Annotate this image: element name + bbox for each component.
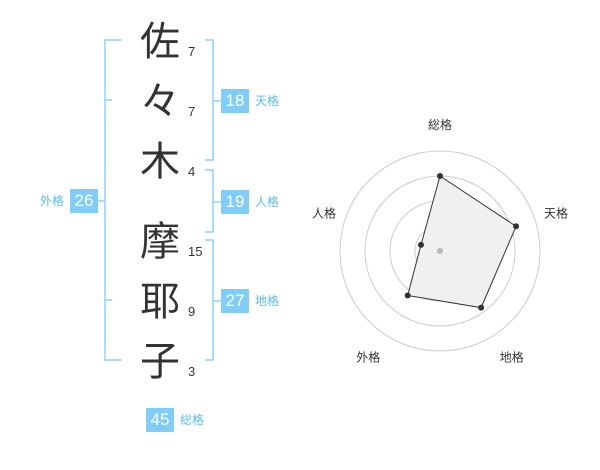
- radar-center-dot: [437, 248, 443, 254]
- jinkaku-bracket: [205, 169, 214, 233]
- radar-ring: [339, 150, 541, 352]
- tenkaku-label: 天格: [255, 94, 280, 108]
- stroke-count-5: 9: [188, 304, 196, 319]
- tenkaku-bracket: [205, 39, 214, 161]
- name-char-4: 摩: [140, 219, 180, 265]
- radar-point-0: [437, 173, 443, 179]
- soukaku-label: 総格: [180, 413, 205, 427]
- stroke-count-1: 7: [188, 44, 196, 59]
- radar-polygon: [407, 175, 517, 309]
- radar-point-4: [417, 241, 424, 248]
- name-char-2: 々: [140, 79, 180, 125]
- name-char-6: 子: [140, 339, 180, 385]
- radar-axis-label-soukaku: 総格: [428, 117, 452, 132]
- gaikaku-label: 外格: [40, 194, 65, 208]
- stroke-count-2: 7: [188, 104, 196, 119]
- chikaku-label: 地格: [255, 294, 280, 308]
- radar-axis-label-gaikaku: 外格: [356, 350, 380, 365]
- name-char-3: 木: [140, 139, 180, 185]
- radar-axis-label-tenkaku: 天格: [544, 205, 568, 220]
- radar-axis-label-jinkaku: 人格: [312, 205, 336, 220]
- tenkaku-value-badge: 18: [221, 89, 249, 113]
- gaikaku-bracket: [104, 39, 122, 361]
- name-char-1: 佐: [140, 19, 180, 65]
- fortune-radar-chart: 総格 天格 地格 外格 人格: [312, 117, 568, 365]
- jinkaku-value-badge: 19: [221, 190, 249, 214]
- stroke-count-4: 15: [188, 244, 203, 259]
- chikaku-bracket: [205, 239, 214, 361]
- chikaku-value-badge: 27: [221, 289, 249, 313]
- stroke-count-3: 4: [188, 164, 196, 179]
- radar-point-3: [404, 292, 411, 299]
- radar-axis-label-chikaku: 地格: [500, 350, 524, 365]
- radar-point-1: [513, 223, 520, 230]
- stroke-count-6: 3: [188, 364, 196, 379]
- soukaku-value-badge: 45: [146, 408, 174, 432]
- name-char-5: 耶: [140, 279, 180, 325]
- radar-point-2: [478, 304, 485, 311]
- gaikaku-value-badge: 26: [70, 189, 98, 213]
- jinkaku-label: 人格: [255, 195, 280, 209]
- radar-points: [404, 173, 520, 311]
